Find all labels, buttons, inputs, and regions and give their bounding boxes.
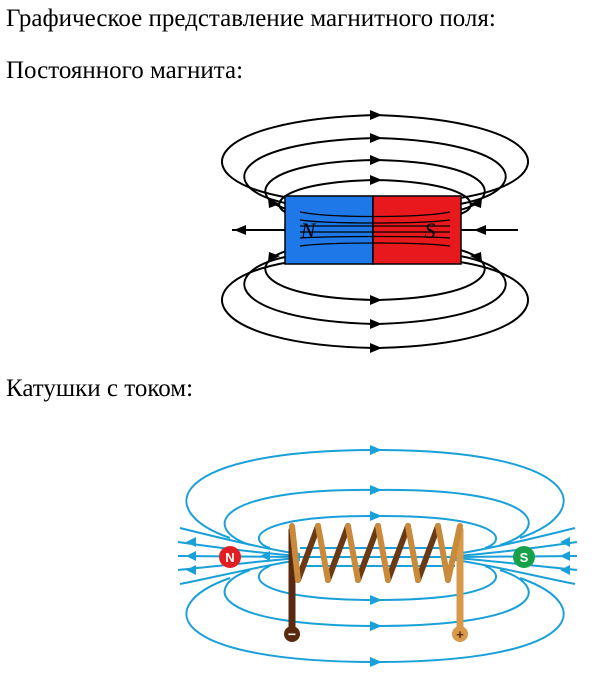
- plus-terminal: [452, 626, 468, 642]
- north-badge-letter: N: [225, 550, 234, 565]
- field-line: [185, 577, 565, 664]
- page-heading: Графическое представление магнитного пол…: [6, 5, 496, 32]
- north-badge-circle: [219, 546, 241, 568]
- field-arrow: [370, 319, 382, 329]
- coil-caption: Катушки с током:: [6, 375, 194, 402]
- magnet-north-half: [284, 195, 374, 265]
- field-arrow: [470, 198, 482, 208]
- plus-sign: +: [456, 627, 464, 642]
- coil-windings: [289, 523, 463, 583]
- magnet-south-half: [372, 195, 462, 265]
- coil-field-diagram: − + N S: [177, 445, 578, 667]
- field-line: [243, 136, 507, 205]
- field-arrow: [268, 252, 280, 262]
- field-arrow: [370, 133, 382, 143]
- minus-sign: −: [288, 626, 296, 642]
- field-arrow: [234, 225, 246, 235]
- field-arrow: [370, 295, 382, 305]
- magnet-caption: Постоянного магнита:: [6, 57, 244, 84]
- field-line: [185, 448, 565, 539]
- north-letter: N: [300, 218, 317, 243]
- magnet-field-diagram: N S: [221, 110, 529, 353]
- field-arrow: [370, 175, 382, 185]
- south-badge-letter: S: [520, 550, 529, 565]
- field-arrow: [474, 225, 486, 235]
- minus-terminal: [284, 626, 300, 642]
- field-line: [243, 255, 507, 326]
- field-arrow: [470, 252, 482, 262]
- field-arrow: [268, 198, 280, 208]
- field-arrow: [370, 155, 382, 165]
- south-letter: S: [425, 218, 436, 243]
- south-badge-circle: [513, 546, 535, 568]
- field-arrow: [370, 343, 382, 353]
- field-arrow: [370, 110, 382, 120]
